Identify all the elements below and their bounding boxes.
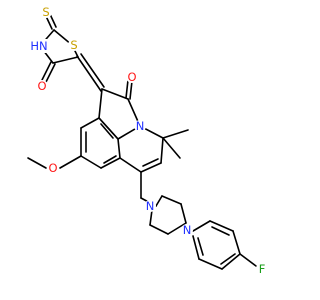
molecule-svg: S S HN O O N O N N F [27,5,268,276]
lactam-oxygen-label: O [127,70,136,84]
methoxy-oxygen-label: O [48,161,57,175]
thiazolidinone-oxygen-label: O [37,79,46,93]
ring-sulfur-label: S [70,38,77,52]
molecule-structure: S S HN O O N O N N F [27,5,268,276]
fluorine-label: F [259,262,266,276]
thiazolidinone-carbonyl [41,61,56,83]
piperazine-nitrogen-2-label: N [183,223,192,237]
nh-label: HN [30,39,47,53]
aromatic-core [80,117,121,169]
fluorophenyl-ring [192,220,257,270]
lactam-carbonyl [125,79,133,100]
lactam-nitrogen-label: N [136,119,145,133]
atom-labels: S S HN O O N O N N F [30,5,268,276]
gem-dimethyl [162,129,189,159]
thione-sulfur-label: S [42,5,49,19]
piperazine-nitrogen-1-label: N [146,199,155,213]
lactam-ring [98,88,141,140]
dihydro-ring [119,125,164,173]
piperazine-ring [149,195,187,235]
methoxy-group [27,155,82,169]
exocyclic-double-bond [76,53,105,92]
